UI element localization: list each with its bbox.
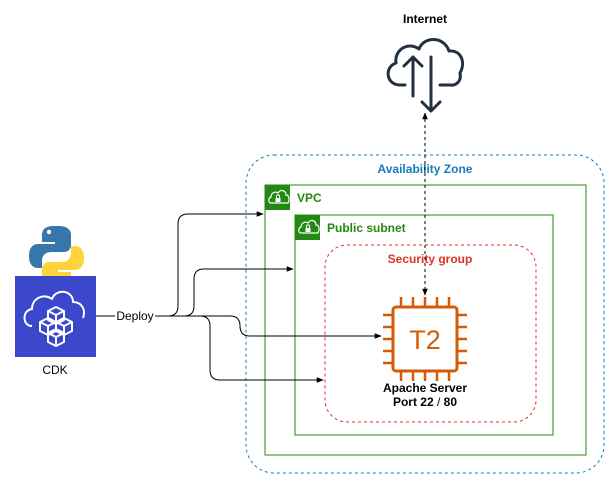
vpc-label: VPC xyxy=(297,191,322,205)
port-80-value: 80 xyxy=(444,395,458,409)
deploy-connectors xyxy=(96,211,382,383)
deploy-to-ec2-edge xyxy=(155,315,382,339)
cdk-cloud-cubes-icon xyxy=(15,276,96,357)
security-group-boundary xyxy=(324,244,537,423)
cloud-upload-download-icon xyxy=(386,38,464,113)
subnet-cloud-lock-icon xyxy=(295,215,320,240)
ec2-chip-label: T2 xyxy=(409,325,441,355)
deploy-to-vpc-edge xyxy=(155,211,264,317)
internet-label: Internet xyxy=(403,12,447,26)
public-subnet-label: Public subnet xyxy=(327,221,406,235)
port-22-value: 22 xyxy=(420,395,434,409)
cdk-label: CDK xyxy=(42,363,67,377)
deploy-to-subnet-edge xyxy=(155,266,294,317)
deploy-edge-label: Deploy xyxy=(116,309,153,323)
ec2-name-label: Apache Server xyxy=(383,381,467,395)
vpc-cloud-lock-icon xyxy=(265,185,290,210)
ec2-port-label: Port 22 / 80 xyxy=(393,395,457,409)
security-group-label: Security group xyxy=(388,252,473,266)
deploy-to-security-group-edge xyxy=(155,315,324,383)
ec2-t2-chip-icon xyxy=(383,297,467,381)
